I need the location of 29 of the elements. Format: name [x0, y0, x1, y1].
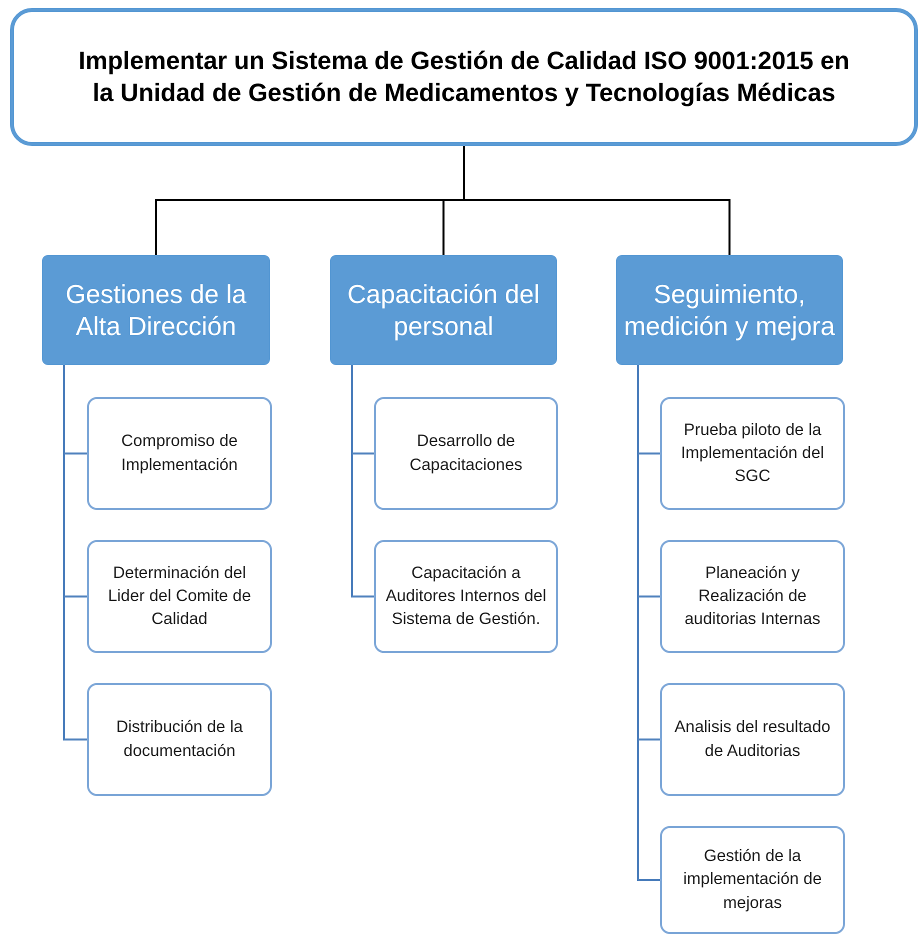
task-box: [87, 683, 272, 796]
category-box: [330, 255, 557, 365]
node-text: Capacitación a Auditores Internos del Sistema de Gestión.: [384, 562, 548, 630]
task-box: [660, 540, 845, 653]
goal-box: [10, 8, 918, 146]
task-box: [660, 397, 845, 510]
connector-line: [63, 365, 87, 740]
node-text: Distribución de la documentación: [115, 717, 244, 762]
task-box: [660, 683, 845, 796]
category-box: [616, 255, 843, 365]
node-text: Implementar un Sistema de Gestión de Calidad ISO 9001:2015 en la Unidad de Gestión de Medicamentos y Tecnologías Médicas: [77, 46, 851, 109]
node-text: Compromiso de Implementación: [120, 431, 239, 476]
task-box: [660, 826, 845, 934]
task-box: [374, 397, 558, 510]
task-box: [87, 540, 272, 653]
node-text: Desarrollo de Capacitaciones: [408, 431, 524, 476]
connector-line: [463, 146, 730, 255]
category-box: [42, 255, 270, 365]
connector-line: [351, 365, 374, 598]
task-box: [374, 540, 558, 653]
node-text: Gestiones de la Alta Dirección: [64, 278, 248, 342]
node-text: Determinación del Lider del Comite de Calidad: [106, 562, 252, 630]
task-box: [87, 397, 272, 510]
node-text: Capacitación del personal: [346, 278, 541, 342]
node-text: Seguimiento, medición y mejora: [623, 278, 836, 342]
node-text: Prueba piloto de la Implementación del SGC: [680, 420, 826, 488]
node-text: Analisis del resultado de Auditorias: [674, 717, 832, 762]
node-text: Planeación y Realización de auditorias Internas: [684, 562, 822, 630]
node-text: Gestión de la implementación de mejoras: [682, 846, 823, 914]
